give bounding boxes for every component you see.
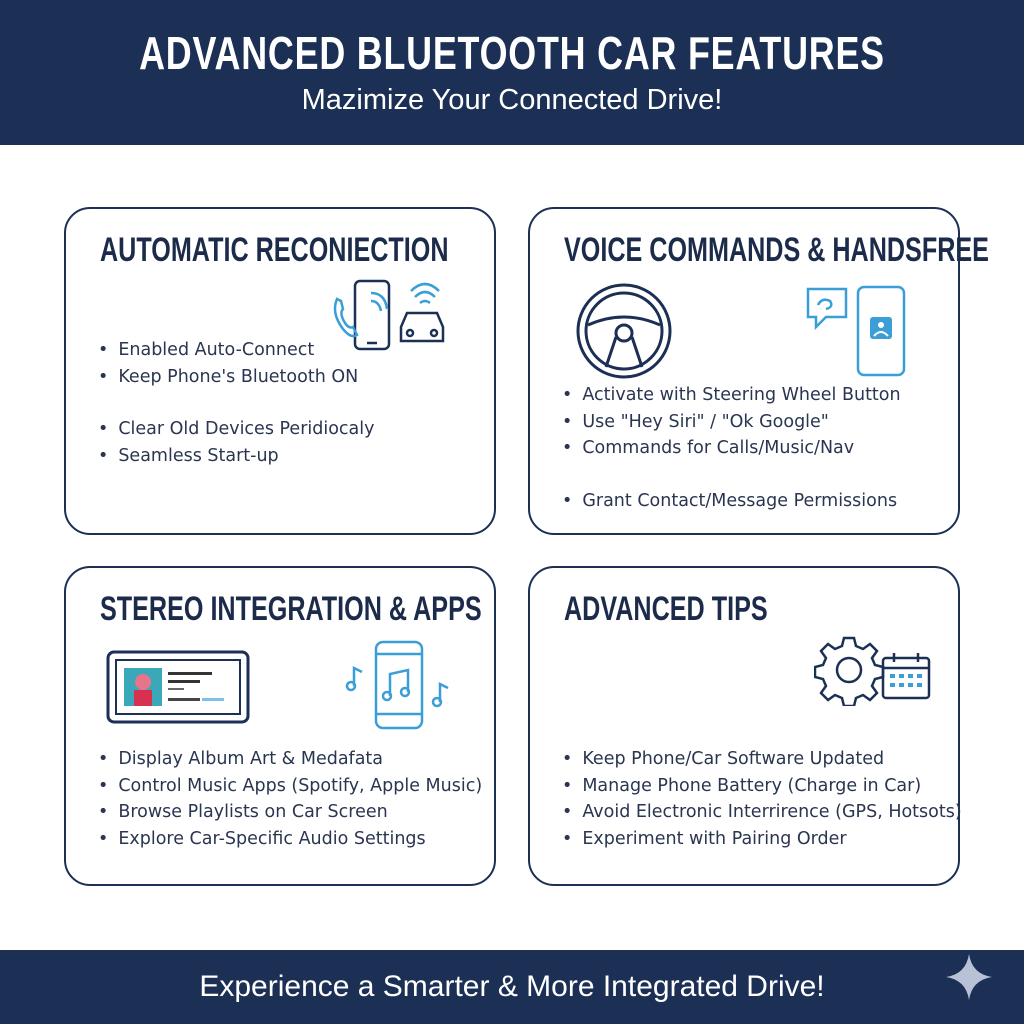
feature-list: Display Album Art & Medafata Control Mus… (98, 749, 482, 855)
card-title: AUTOMATIC RECONIECTION (100, 231, 449, 269)
list-item: Browse Playlists on Car Screen (98, 802, 482, 829)
card-advanced-tips: ADVANCED TIPS Keep Phone/Car Software Up… (528, 566, 962, 886)
feature-list: Enabled Auto-Connect Keep Phone's Blueto… (98, 340, 375, 473)
page-title: ADVANCED BLUETOOTH CAR FEATURES (139, 27, 885, 79)
header-banner: ADVANCED BLUETOOTH CAR FEATURES Mazimize… (0, 0, 1024, 145)
steering-wheel-icon (576, 283, 672, 379)
list-item: Manage Phone Battery (Charge in Car) (562, 776, 962, 803)
list-item: Experiment with Pairing Order (562, 829, 962, 856)
feature-list: Keep Phone/Car Software Updated Manage P… (562, 749, 962, 856)
chat-bubble-icon (806, 285, 906, 377)
list-item: Keep Phone/Car Software Updated (562, 749, 962, 776)
list-item: Display Album Art & Medafata (98, 749, 482, 776)
sparkle-icon (946, 954, 992, 1000)
car-stereo-screen-icon (106, 650, 250, 724)
feature-list: Activate with Steering Wheel Button Use … (562, 385, 901, 518)
list-item: Explore Car-Specific Audio Settings (98, 829, 482, 856)
list-item: Commands for Calls/Music/Nav (562, 438, 901, 465)
phone-music-icon (345, 640, 449, 730)
list-item: Keep Phone's Bluetooth ON (98, 367, 375, 394)
list-item: Use "Hey Siri" / "Ok Google" (562, 412, 901, 439)
card-voice-commands: VOICE COMMANDS & HANDSFREE Activate with… (528, 207, 989, 535)
card-automatic-reconnection: AUTOMATIC RECONIECTION Enabled Auto-Conn… (64, 207, 496, 535)
list-item: Control Music Apps (Spotify, Apple Music… (98, 776, 482, 803)
list-item: Enabled Auto-Connect (98, 340, 375, 367)
footer-banner: Experience a Smarter & More Integrated D… (0, 950, 1024, 1024)
card-title: STEREO INTEGRATION & APPS (100, 590, 482, 628)
gear-icon (814, 636, 885, 706)
list-item: Activate with Steering Wheel Button (562, 385, 900, 412)
list-item: Clear Old Devices Peridiocaly (98, 419, 374, 446)
card-title: ADVANCED TIPS (564, 590, 768, 628)
calendar-icon (881, 653, 931, 700)
list-item: Seamless Start-up (98, 446, 375, 473)
card-title: VOICE COMMANDS & HANDSFREE (564, 231, 989, 269)
page-subtitle: Mazimize Your Connected Drive! (301, 84, 723, 116)
list-item: Grant Contact/Message Permissions (562, 491, 901, 518)
footer-text: Experience a Smarter & More Integrated D… (199, 970, 825, 1003)
card-stereo-integration: STEREO INTEGRATION & APPS Display Album … (64, 566, 496, 886)
list-item: Avoid Electronic Interrirence (GPS, Hots… (562, 802, 961, 829)
